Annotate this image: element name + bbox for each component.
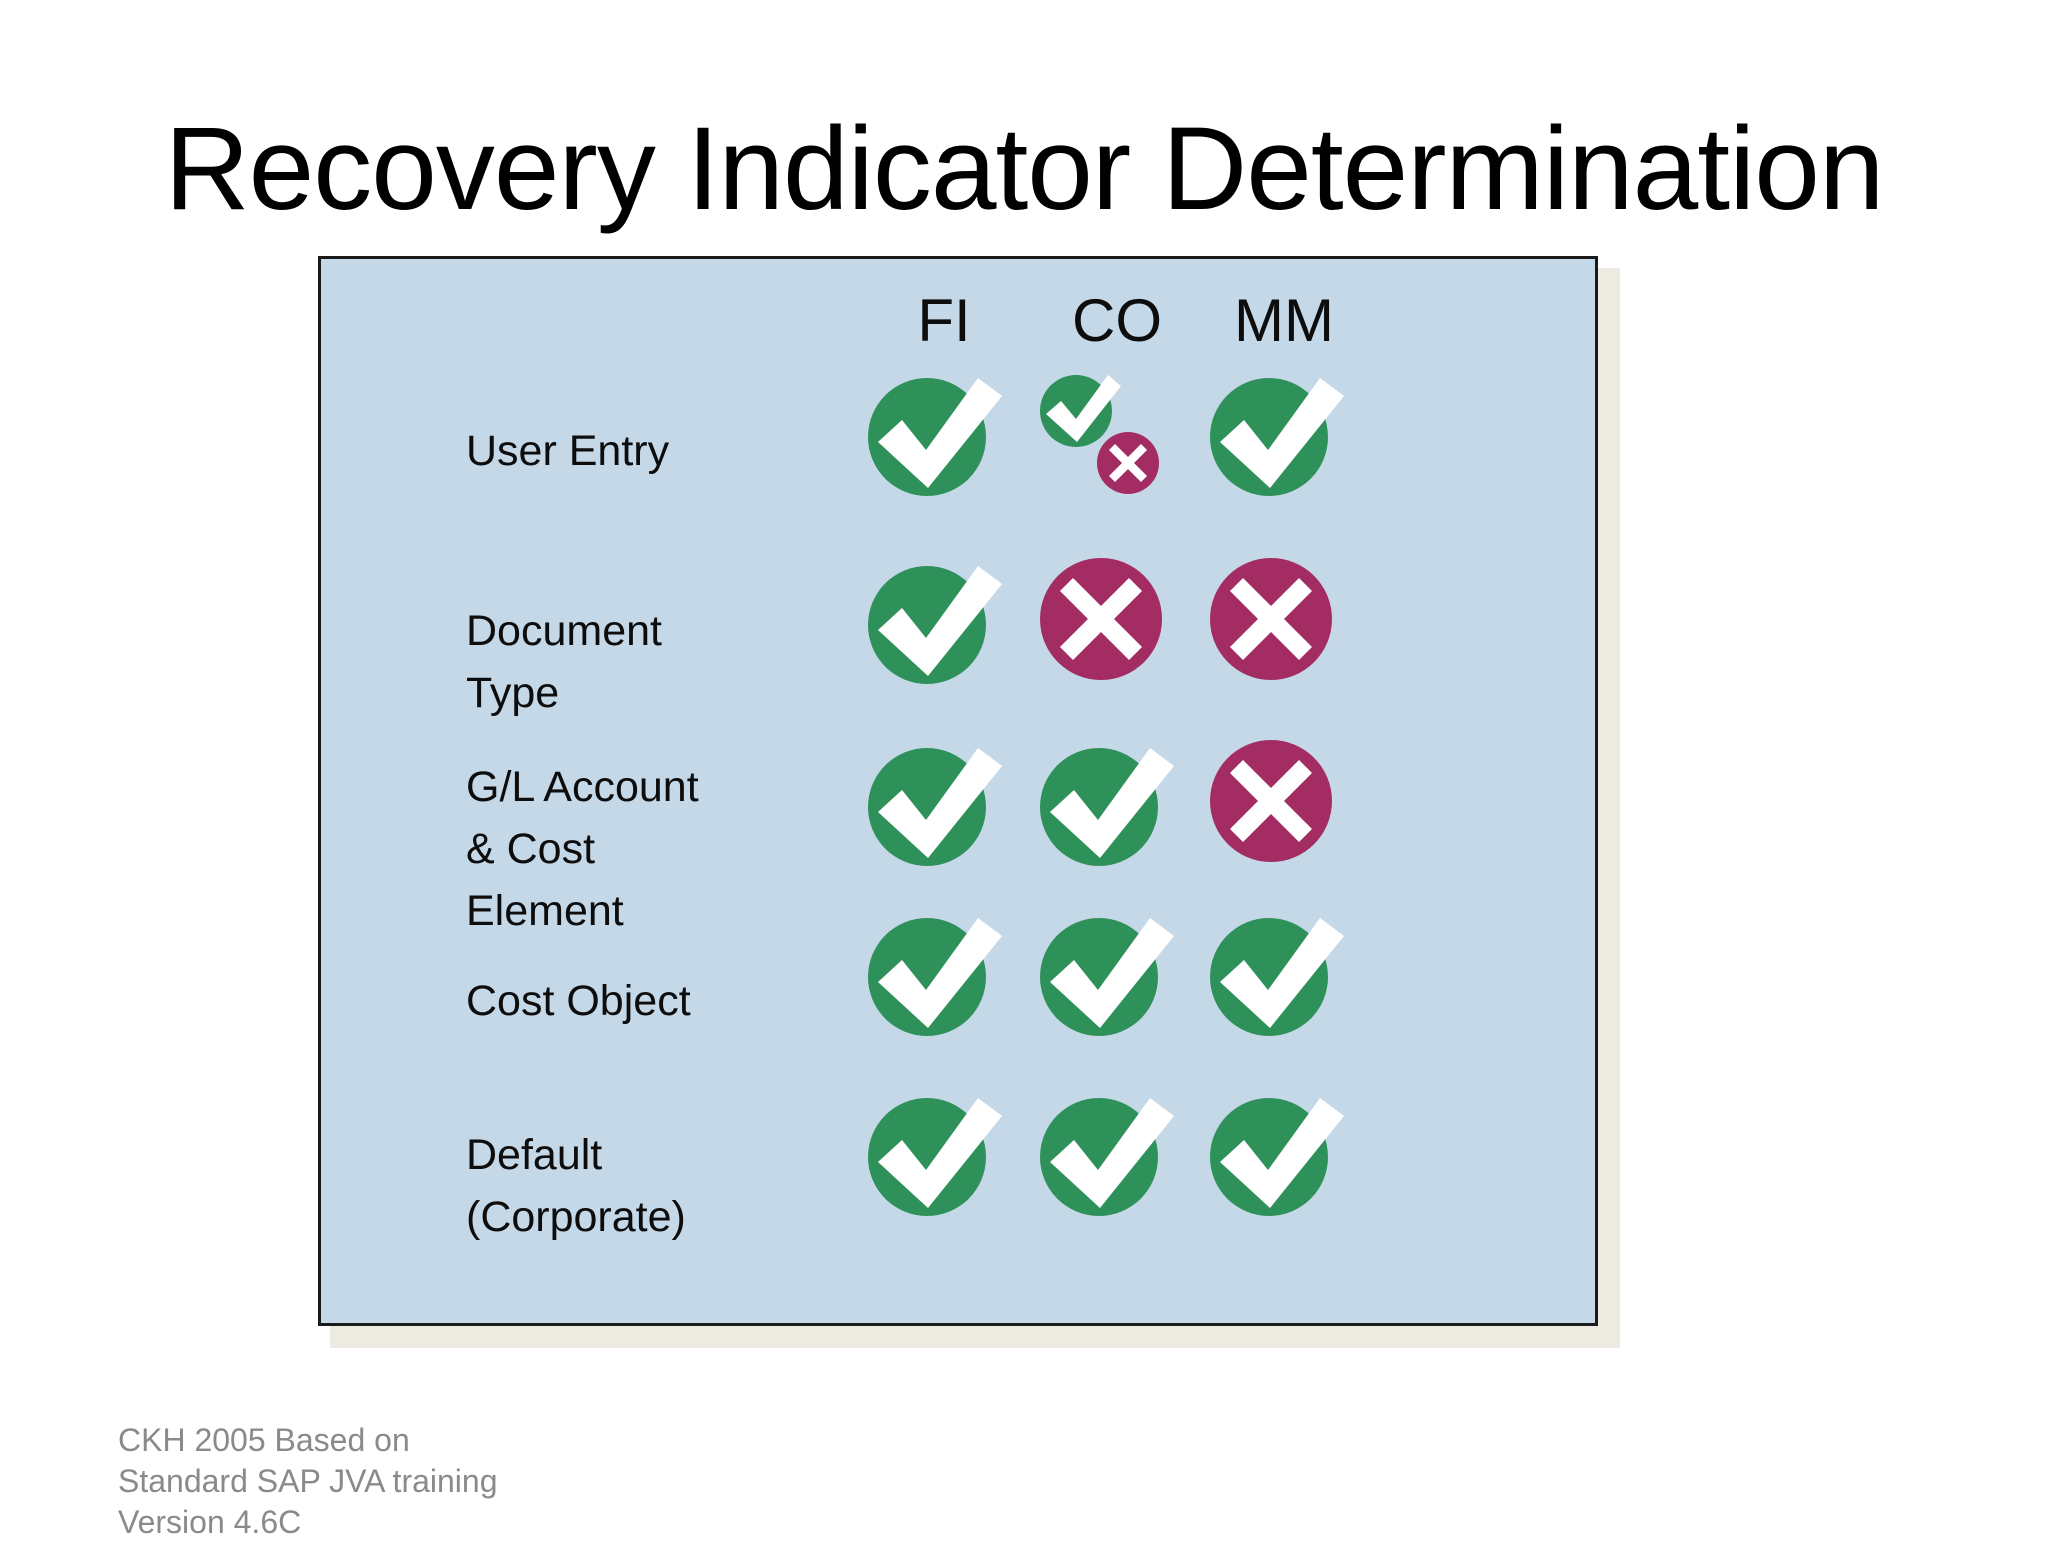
check-icon (868, 740, 1002, 868)
cell-user-entry-fi (868, 370, 1028, 510)
column-header-co: CO (1072, 287, 1162, 354)
cell-document-type-co (1040, 558, 1200, 698)
cell-cost-object-fi (868, 910, 1028, 1050)
row-label-cost-object: Cost Object (466, 977, 691, 1025)
cell-default-corporate-co (1040, 1090, 1200, 1230)
check-icon (868, 910, 1002, 1038)
cell-user-entry-co (1040, 370, 1200, 510)
column-header-fi: FI (917, 287, 971, 354)
cell-default-corporate-fi (868, 1090, 1028, 1230)
cross-icon (1210, 558, 1332, 680)
check-icon (1210, 910, 1344, 1038)
check-icon (868, 558, 1002, 686)
check-icon (1210, 1090, 1344, 1218)
page-title: Recovery Indicator Determination (164, 103, 1884, 235)
cell-document-type-fi (868, 558, 1028, 698)
cell-default-corporate-mm (1210, 1090, 1370, 1230)
row-label-user-entry: User Entry (466, 427, 670, 475)
column-header-mm: MM (1234, 287, 1334, 354)
cell-gl-account-cost-element-fi (868, 740, 1028, 880)
row-label-default-corporate: Default (Corporate) (466, 1131, 686, 1241)
check-icon (1040, 1090, 1174, 1218)
check-icon (1210, 370, 1344, 498)
check-icon (1040, 740, 1174, 868)
check-icon (1040, 370, 1121, 448)
cell-user-entry-mm (1210, 370, 1370, 510)
row-label-document-type: Document Type (466, 607, 662, 717)
cell-cost-object-mm (1210, 910, 1370, 1050)
cell-gl-account-cost-element-co (1040, 740, 1200, 880)
cell-gl-account-cost-element-mm (1210, 740, 1370, 880)
cross-icon (1210, 740, 1332, 862)
check-icon (868, 370, 1002, 498)
cross-icon (1097, 432, 1159, 494)
check-and-cross-group (1040, 370, 1210, 510)
cell-cost-object-co (1040, 910, 1200, 1050)
cross-icon (1040, 558, 1162, 680)
slide-footer: CKH 2005 Based on Standard SAP JVA train… (118, 1422, 498, 1540)
check-icon (868, 1090, 1002, 1218)
check-icon (1040, 910, 1174, 1038)
cell-document-type-mm (1210, 558, 1370, 698)
row-label-gl-account-cost-element: G/L Account & Cost Element (466, 763, 699, 935)
